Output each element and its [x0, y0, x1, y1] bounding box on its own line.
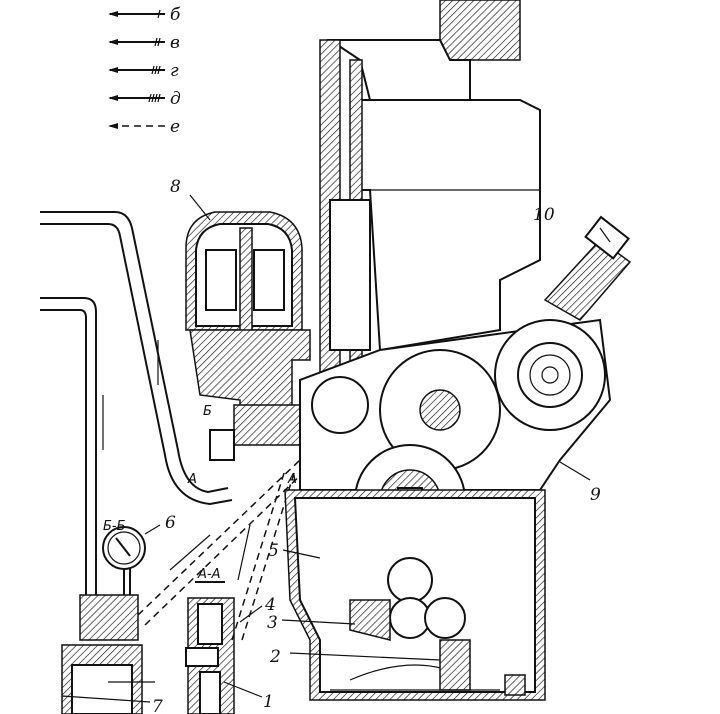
- leader-lines: [61, 194, 611, 703]
- section-a-a-valve: [185, 581, 235, 714]
- legend-tick: [148, 93, 152, 103]
- arrow-head-icon: [108, 11, 118, 17]
- callout-10: 10: [533, 205, 555, 225]
- legend-tick: [157, 37, 161, 47]
- callout-5: 5: [268, 541, 279, 561]
- arrow-head-icon: [108, 95, 118, 101]
- legend-tick: [157, 9, 161, 19]
- callout-4: 4: [264, 595, 276, 615]
- legend-tick: [157, 65, 161, 75]
- legend-tick: [154, 65, 158, 75]
- section-aa-title: А-А: [197, 567, 220, 582]
- arrow-head-icon: [108, 123, 118, 129]
- oil-cooler-valve-7: [61, 644, 155, 714]
- legend-label: д: [170, 89, 181, 109]
- section-bb-title: Б-Б: [103, 519, 126, 534]
- legend-label: г: [170, 61, 179, 81]
- callout-1: 1: [263, 692, 274, 712]
- legend-item-е: е: [108, 117, 180, 137]
- callout-8: 8: [170, 177, 181, 197]
- legend-item-б: б: [108, 5, 181, 25]
- legend-label: в: [170, 33, 180, 53]
- callout-7: 7: [152, 697, 163, 714]
- oil-pressure-gauge: [79, 526, 146, 641]
- oil-pipes: [40, 211, 233, 600]
- arrow-head-icon: [108, 67, 118, 73]
- oil-pan: [284, 489, 546, 701]
- legend-tick: [151, 93, 155, 103]
- legend-tick: [157, 93, 161, 103]
- callout-9: 9: [590, 485, 601, 505]
- arrow-head-icon: [108, 39, 118, 45]
- engine-block: [299, 0, 612, 556]
- thermostat-10: [543, 215, 632, 321]
- legend-item-д: д: [108, 89, 181, 109]
- section-mark-a-right: А: [287, 472, 297, 487]
- callout-6: 6: [165, 513, 176, 533]
- legend-label: б: [170, 5, 181, 25]
- oil-filter-8: [185, 211, 311, 461]
- callout-3: 3: [267, 613, 278, 633]
- legend-tick: [154, 37, 158, 47]
- callout-2: 2: [269, 647, 281, 667]
- legend-tick: [154, 93, 158, 103]
- legend-label: е: [170, 117, 180, 137]
- section-mark-a-left: А: [187, 472, 197, 487]
- section-mark-b: Б: [203, 404, 212, 419]
- legend-item-г: г: [108, 61, 179, 81]
- legend-item-в: в: [108, 33, 180, 53]
- legend-tick: [151, 65, 155, 75]
